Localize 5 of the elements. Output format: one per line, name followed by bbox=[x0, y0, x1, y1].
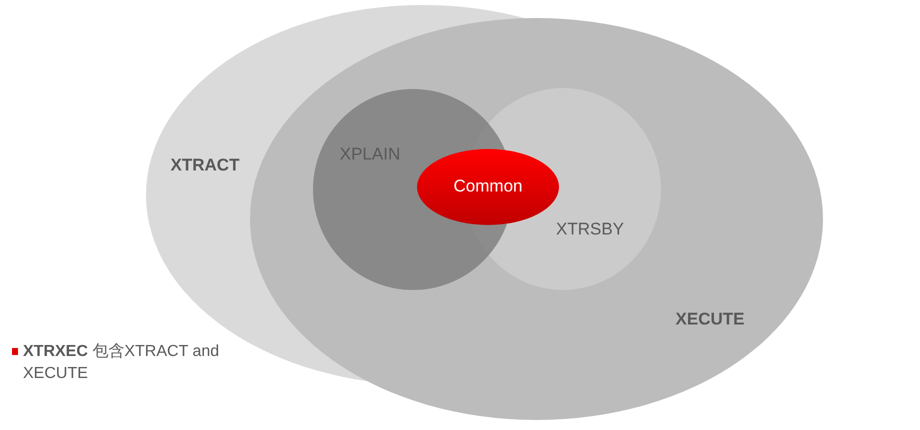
note-text: XTRXEC 包含XTRACT and XECUTE bbox=[23, 342, 220, 384]
set-label: Common bbox=[454, 178, 522, 196]
set-label: XTRACT bbox=[170, 156, 240, 176]
set-label: XTRSBY bbox=[556, 220, 624, 240]
set-label: XECUTE bbox=[676, 310, 744, 330]
